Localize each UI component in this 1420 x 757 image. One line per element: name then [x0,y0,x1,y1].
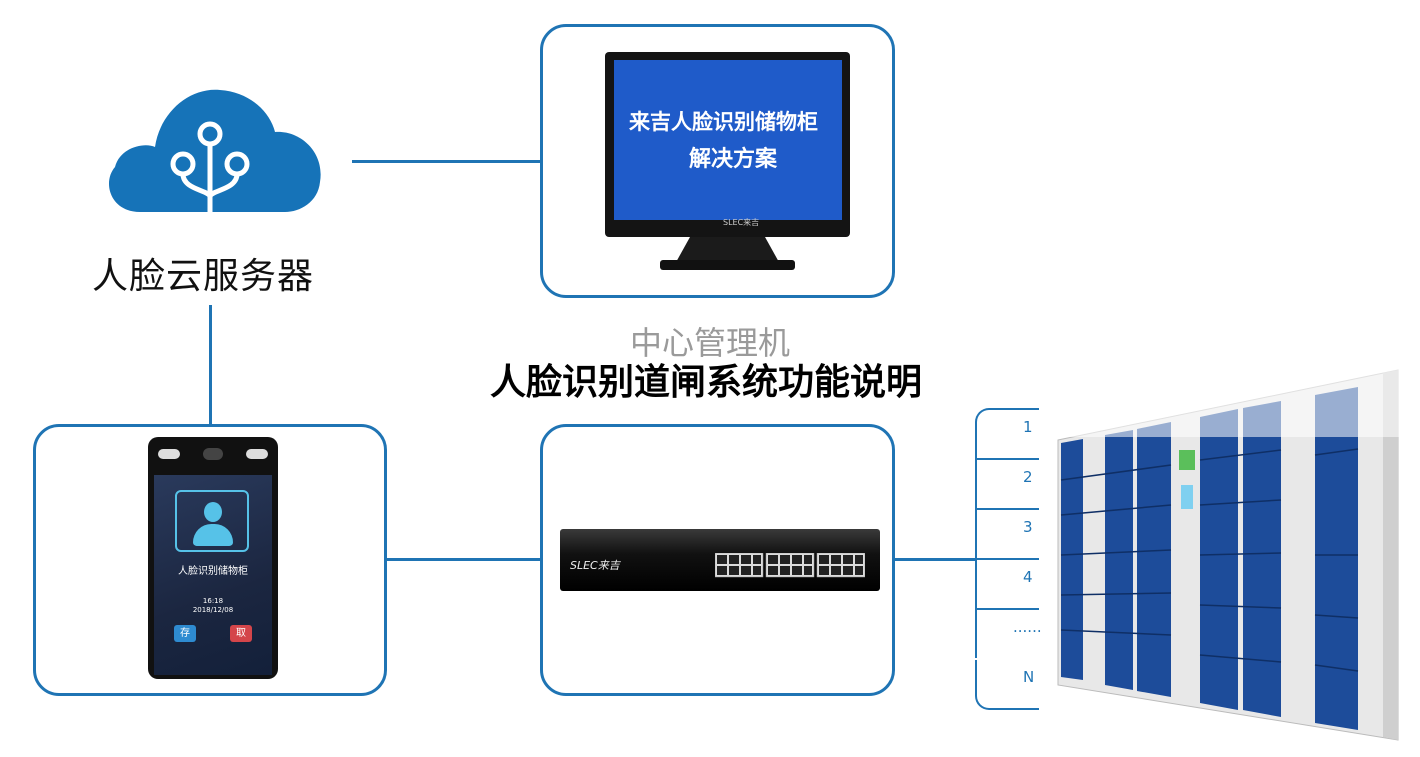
connector-switch-locker [893,558,975,561]
connector-cloud-terminal [209,305,212,425]
switch-panel: SLEC来吉 [540,424,895,696]
switch-ports [715,553,865,578]
slot-row-1: 1 [975,408,1039,458]
locker-cabinet-image [1053,365,1403,741]
slot-row-4: 4 [975,558,1039,608]
terminal-device: 人脸识别储物柜 16:18 2018/12/08 存 取 [148,437,278,679]
camera-bar [158,447,268,461]
cloud-server-label: 人脸云服务器 [92,256,315,297]
slot-row-3: 3 [975,508,1039,558]
store-button[interactable]: 存 [174,625,196,642]
monitor-image [605,52,850,270]
terminal-date: 2018/12/08 [192,606,234,614]
slot-row-n: N [975,660,1039,710]
monitor-screen-line1: 来吉人脸识别储物柜 [629,110,818,134]
monitor-screen-line2: 解决方案 [689,147,778,172]
terminal-screen: 人脸识别储物柜 16:18 2018/12/08 存 取 [154,475,272,675]
network-switch: SLEC来吉 [560,529,880,591]
cloud-icon [108,89,321,212]
terminal-screen-title: 人脸识别储物柜 [178,566,248,577]
slot-row-2: 2 [975,458,1039,508]
connector-terminal-switch [386,558,542,561]
terminal-time: 16:18 [202,597,224,605]
avatar-icon [175,490,249,552]
switch-brand: SLEC来吉 [570,559,620,572]
connector-cloud-monitor [352,160,542,163]
monitor-panel: 来吉人脸识别储物柜 解决方案 SLEC来吉 [540,24,895,298]
page-title: 人脸识别道闸系统功能说明 [490,362,923,403]
take-button[interactable]: 取 [230,625,252,642]
slot-row-ellipsis: ...... [975,608,1042,658]
central-manager-label: 中心管理机 [630,324,791,362]
terminal-panel: 人脸识别储物柜 16:18 2018/12/08 存 取 [33,424,387,696]
monitor-brand: SLEC来吉 [723,218,760,227]
